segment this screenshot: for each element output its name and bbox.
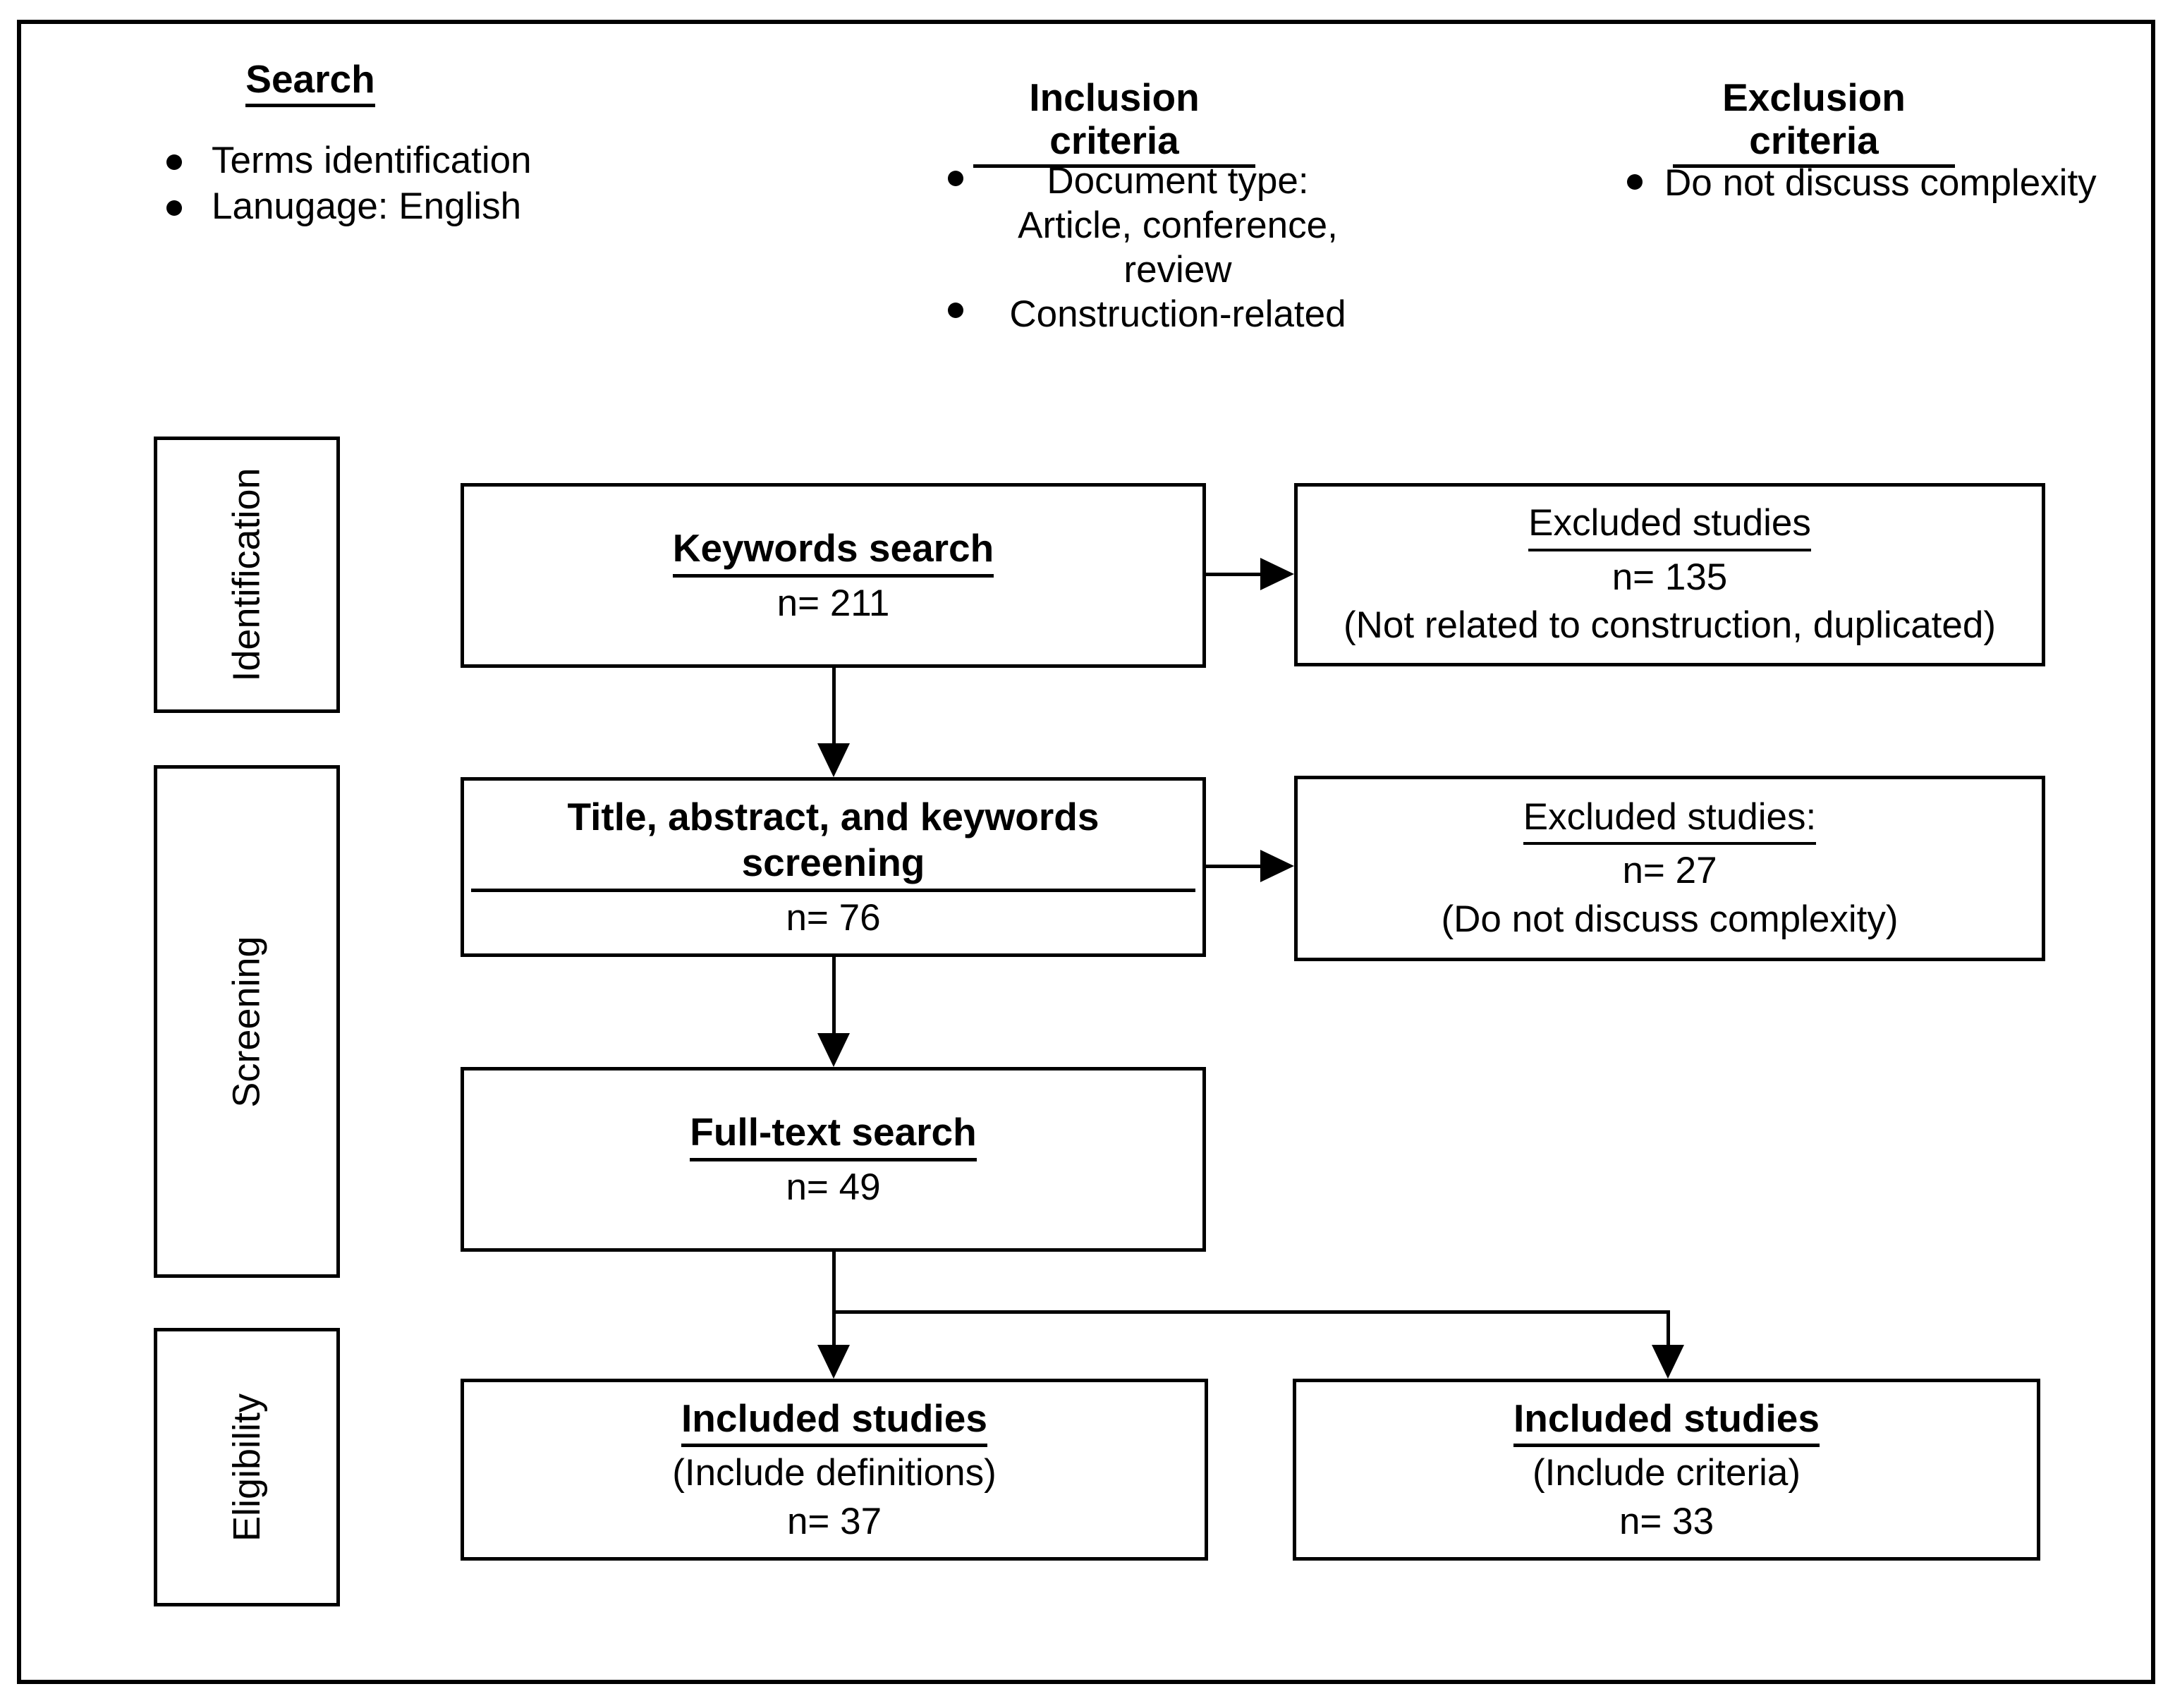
inclusion-line-3: review [1123,249,1232,291]
bullet-icon [166,154,182,170]
bullet-icon [166,200,182,216]
stage-eligibility: Eligibility [154,1328,340,1606]
bullet-icon [1627,174,1643,190]
stage-screening: Screening [154,765,340,1278]
excluded-studies-screening-box: Excluded studies: n= 27 (Do not discuss … [1294,776,2045,961]
box-title: Excluded studies [1528,501,1811,551]
box-title: Included studies [681,1396,987,1448]
arrowhead-right-icon [1260,558,1294,590]
inclusion-bullet-construction: Construction-related [1009,293,1346,335]
search-section-title-text: Search [245,58,375,107]
included-studies-definitions-box: Included studies (Include definitions) n… [461,1379,1208,1561]
inclusion-section-title-text: Inclusion criteria [973,76,1255,168]
search-bullet-terms: Terms identification [212,140,532,181]
arrowhead-down-icon [1652,1345,1684,1379]
box-title: Keywords search [672,525,994,578]
box-subtitle: (Include criteria) [1533,1452,1801,1494]
arrowhead-down-icon [817,1033,850,1067]
stage-eligibility-label: Eligibility [225,1393,268,1542]
box-subtitle: (Include definitions) [672,1452,997,1494]
exclusion-section-title: Exclusion criteria [1673,76,1955,168]
search-bullet-language: Lanugage: English [212,185,522,227]
connector-line [832,957,836,1035]
arrowhead-down-icon [817,1345,850,1379]
connector-line [832,668,836,745]
box-count: n= 37 [786,1500,882,1542]
box-count: n= 76 [786,896,881,939]
box-title: Full-text search [690,1109,977,1161]
arrowhead-right-icon [1260,850,1294,882]
connector-line [1206,865,1262,868]
box-count: n= 135 [1612,556,1728,598]
bullet-icon [948,171,963,186]
stage-screening-label: Screening [225,935,268,1108]
exclusion-bullet-complexity: Do not discuss complexity [1664,162,2097,204]
keywords-search-box: Keywords search n= 211 [461,483,1206,668]
inclusion-line-1: Document type: [1047,160,1309,202]
box-title: Included studies [1513,1396,1820,1448]
stage-identification: Identification [154,437,340,713]
connector-line [832,1310,1670,1314]
box-note: (Do not discuss complexity) [1441,898,1899,940]
box-count: n= 27 [1622,850,1717,892]
box-note: (Not related to construction, duplicated… [1343,604,1997,647]
stage-identification-label: Identification [226,468,269,682]
arrowhead-down-icon [817,743,850,777]
inclusion-section-title: Inclusion criteria [973,76,1255,168]
included-studies-criteria-box: Included studies (Include criteria) n= 3… [1293,1379,2040,1561]
inclusion-bullet-document-type: Document type: Article, conference, revi… [966,159,1389,292]
connector-line [832,1310,836,1346]
title-abstract-keywords-screening-box: Title, abstract, and keywords screening … [461,777,1206,957]
connector-line [1206,573,1262,576]
inclusion-line-2: Article, conference, [1018,205,1338,246]
box-title: Excluded studies: [1523,795,1817,846]
excluded-studies-identification-box: Excluded studies n= 135 (Not related to … [1294,483,2045,666]
box-count: n= 33 [1619,1500,1714,1542]
box-title: Title, abstract, and keywords screening [471,794,1195,892]
box-count: n= 49 [786,1166,881,1208]
connector-line [1667,1310,1670,1346]
search-section-title: Search [197,58,423,107]
bullet-icon [948,303,963,318]
connector-line [832,1252,836,1314]
full-text-search-box: Full-text search n= 49 [461,1067,1206,1252]
box-count: n= 211 [776,582,890,624]
exclusion-section-title-text: Exclusion criteria [1673,76,1955,168]
